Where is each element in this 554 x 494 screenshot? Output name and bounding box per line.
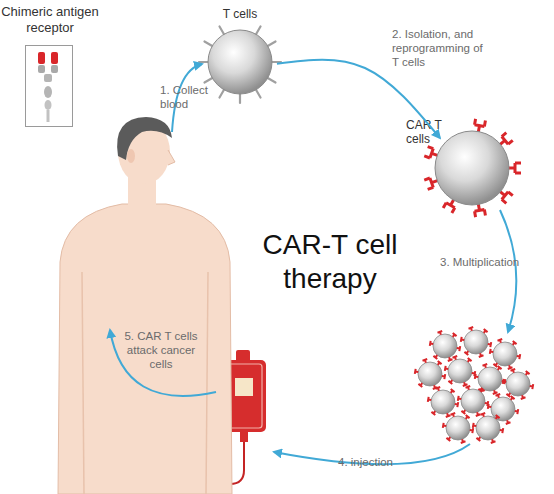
step-label: 5. CAR T cells attack cancer cells bbox=[118, 330, 204, 371]
process-arrow bbox=[277, 60, 440, 138]
cell-outline bbox=[207, 29, 273, 95]
cell-spikes bbox=[199, 26, 281, 103]
step-label: 1. Collect blood bbox=[160, 84, 216, 112]
node-label: CAR T cells bbox=[406, 118, 446, 147]
receptor-icon bbox=[25, 45, 73, 127]
cell-cluster bbox=[415, 327, 533, 443]
cell-outline bbox=[434, 130, 510, 206]
cell-node: T cells bbox=[207, 29, 273, 95]
patient-figure bbox=[58, 117, 232, 494]
node-label: Chimeric antigen receptor bbox=[0, 4, 102, 35]
icon-box: Chimeric antigen receptor bbox=[25, 45, 73, 127]
car-receptors bbox=[424, 119, 521, 217]
step-label: 2. Isolation, and reprogramming of T cel… bbox=[392, 28, 488, 69]
cell-node: CAR T cells bbox=[434, 130, 510, 206]
diagram-title: CAR-T cell therapy bbox=[252, 228, 408, 295]
step-label: 4. injection bbox=[338, 456, 428, 470]
node-label: T cells bbox=[200, 7, 280, 21]
step-label: 3. Multiplication bbox=[440, 256, 550, 270]
